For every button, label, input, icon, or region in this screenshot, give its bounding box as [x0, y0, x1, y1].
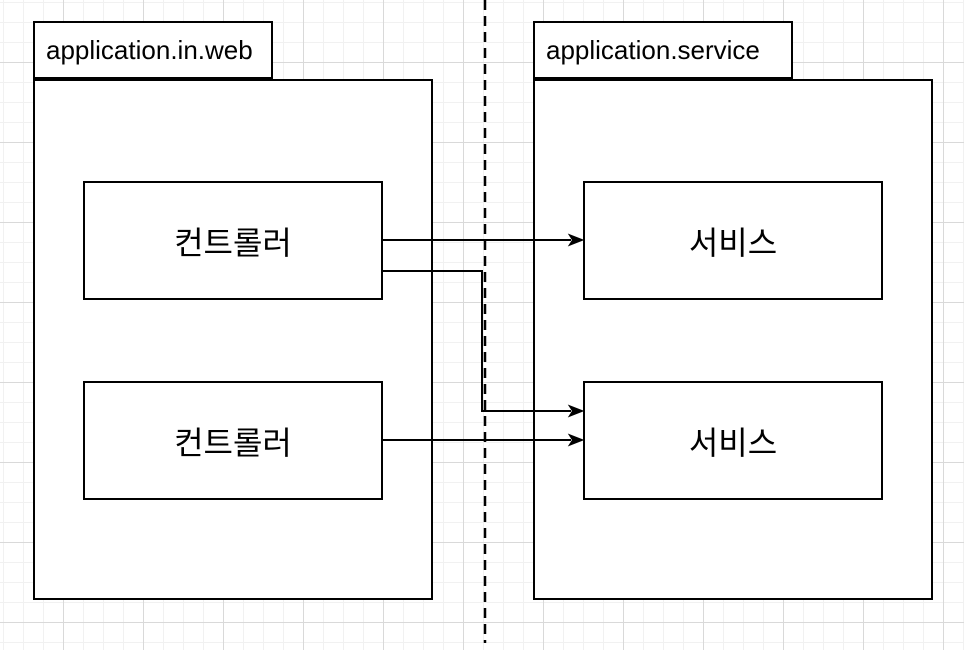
- node-controller-top[interactable]: 컨트롤러: [83, 181, 383, 300]
- package-body-application-service[interactable]: [533, 79, 933, 600]
- package-tab-application-in-web[interactable]: application.in.web: [33, 21, 273, 79]
- node-service-bottom[interactable]: 서비스: [583, 381, 883, 500]
- node-service-top[interactable]: 서비스: [583, 181, 883, 300]
- node-label: 컨트롤러: [174, 424, 292, 461]
- package-body-application-in-web[interactable]: [33, 79, 433, 600]
- node-controller-bottom[interactable]: 컨트롤러: [83, 381, 383, 500]
- package-tab-application-service[interactable]: application.service: [533, 21, 793, 79]
- package-name-label: application.in.web: [46, 34, 253, 65]
- package-name-label: application.service: [546, 34, 760, 65]
- node-label: 서비스: [688, 424, 778, 461]
- node-label: 컨트롤러: [174, 224, 292, 261]
- node-label: 서비스: [688, 224, 778, 261]
